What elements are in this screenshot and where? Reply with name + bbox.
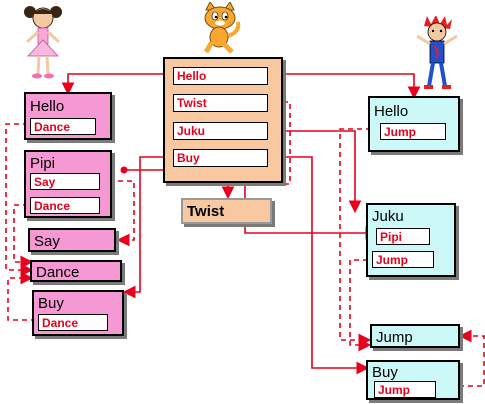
right-hello-slot[interactable]: Jump xyxy=(380,123,446,140)
right-juku-title: Juku xyxy=(372,208,404,225)
scratch-cat-icon xyxy=(203,2,241,54)
right-jump-block[interactable]: Jump xyxy=(370,324,460,348)
wire-say xyxy=(100,180,135,247)
left-say-title: Say xyxy=(34,233,60,250)
wire-jump-1 xyxy=(339,128,380,347)
slot-buy[interactable]: Buy xyxy=(173,149,268,167)
left-pipi-slot-dance[interactable]: Dance xyxy=(30,197,100,214)
left-dance-block[interactable]: Dance xyxy=(30,260,122,282)
right-juku-slot-jump[interactable]: Jump xyxy=(372,251,434,268)
wire-pipi xyxy=(244,170,379,240)
left-buy-block[interactable]: Buy Dance xyxy=(32,290,124,336)
slot-juku[interactable]: Juku xyxy=(173,122,268,140)
right-buy-slot[interactable]: Jump xyxy=(374,381,436,398)
right-buy-block[interactable]: Buy Jump xyxy=(366,360,460,400)
left-hello-block[interactable]: Hello Dance xyxy=(24,92,112,140)
right-buy-title: Buy xyxy=(372,364,398,381)
right-jump-title: Jump xyxy=(376,329,413,346)
ballerina-sprite-icon xyxy=(24,6,62,79)
wire-hello-right xyxy=(265,73,421,100)
left-dance-title: Dance xyxy=(36,264,80,281)
wire-jump-3 xyxy=(432,329,485,387)
left-buy-slot[interactable]: Dance xyxy=(38,314,108,331)
slot-hello[interactable]: Hello xyxy=(173,67,268,85)
wire-hello-left xyxy=(61,73,172,96)
left-pipi-slot-say[interactable]: Say xyxy=(30,173,100,190)
spiky-hair-boy-icon xyxy=(416,16,458,89)
wire-jump-2 xyxy=(349,259,372,352)
wire-dance-3 xyxy=(7,271,36,321)
left-pipi-title: Pipi xyxy=(30,155,56,172)
left-hello-title: Hello xyxy=(30,98,65,115)
left-say-block[interactable]: Say xyxy=(28,228,116,252)
wire-juku xyxy=(265,130,362,214)
wire-buy-left xyxy=(122,156,172,299)
main-program-block[interactable]: Hello Twist Juku Buy xyxy=(163,57,283,183)
right-hello-title: Hello xyxy=(374,103,409,120)
wire-buy-right xyxy=(265,156,370,375)
wire-dance-1 xyxy=(5,123,34,277)
wire-twist xyxy=(221,101,291,200)
twist-block[interactable]: Twist xyxy=(181,198,272,224)
right-juku-slot-pipi[interactable]: Pipi xyxy=(376,228,430,245)
right-juku-block[interactable]: Juku Pipi Jump xyxy=(366,203,456,277)
left-pipi-block[interactable]: Pipi Say Dance xyxy=(24,150,112,218)
slot-twist[interactable]: Twist xyxy=(173,94,268,112)
right-hello-block[interactable]: Hello Jump xyxy=(368,96,460,152)
left-hello-slot[interactable]: Dance xyxy=(30,118,96,135)
twist-title: Twist xyxy=(187,203,225,220)
left-buy-title: Buy xyxy=(38,295,64,312)
